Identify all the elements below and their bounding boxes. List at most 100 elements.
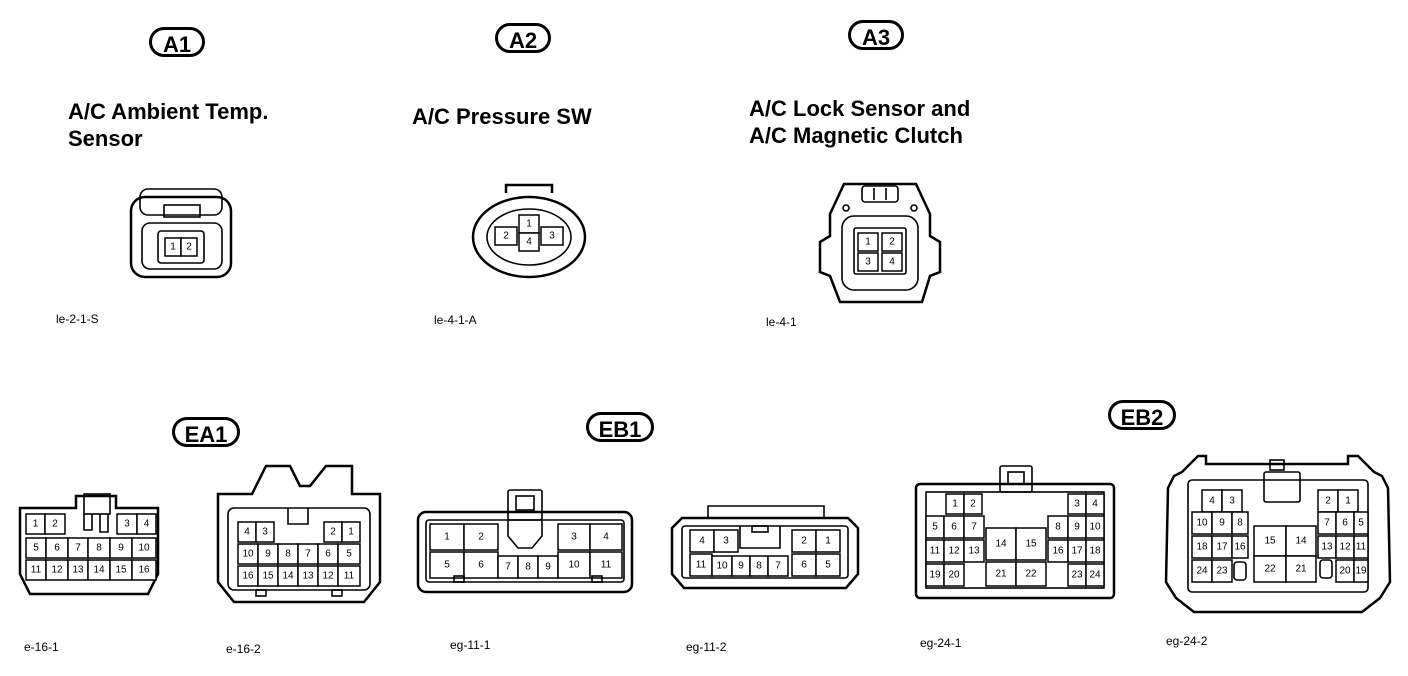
pin-eb2-right: 11 bbox=[1356, 542, 1367, 553]
code-a3: le-4-1 bbox=[766, 315, 797, 329]
pin-a3: 3 bbox=[865, 257, 871, 268]
title-a3-line1: A/C Lock Sensor and bbox=[749, 96, 971, 121]
pin-eb1-left: 10 bbox=[568, 560, 580, 571]
pin-ea1-left: 5 bbox=[33, 543, 39, 554]
pin-ea1-right: 3 bbox=[262, 527, 268, 538]
pin-eb2-left: 9 bbox=[1074, 522, 1080, 533]
pin-ea1-left: 1 bbox=[33, 519, 39, 530]
pin-ea1-left: 9 bbox=[118, 543, 124, 554]
pin-eb1-right: 11 bbox=[696, 560, 707, 571]
pin-eb1-right: 6 bbox=[801, 560, 807, 571]
code-eb1-right: eg-11-2 bbox=[686, 640, 727, 654]
pin-eb2-left: 5 bbox=[932, 522, 938, 533]
pin-eb2-left: 13 bbox=[968, 546, 980, 557]
pin-eb1-right: 7 bbox=[775, 561, 781, 572]
pin-ea1-left: 13 bbox=[72, 565, 84, 576]
badge-eb2: EB2 bbox=[1108, 400, 1176, 430]
pin-eb2-right: 21 bbox=[1295, 564, 1307, 575]
pin-eb2-right: 19 bbox=[1355, 566, 1367, 577]
pin-eb1-right: 3 bbox=[723, 536, 729, 547]
pin-eb1-right: 8 bbox=[756, 561, 762, 572]
pin-eb2-left: 1 bbox=[952, 499, 958, 510]
pin-ea1-right: 8 bbox=[285, 549, 291, 560]
pin-eb1-right: 2 bbox=[801, 536, 807, 547]
pin-eb2-right: 1 bbox=[1345, 496, 1351, 507]
pin-eb1-left: 11 bbox=[601, 560, 612, 571]
pin-ea1-right: 9 bbox=[265, 549, 271, 560]
pin-eb2-left: 7 bbox=[971, 522, 977, 533]
pin-eb1-left: 7 bbox=[505, 562, 511, 573]
pin-ea1-right: 6 bbox=[325, 549, 331, 560]
pin-ea1-right: 1 bbox=[348, 527, 354, 538]
pin-ea1-left: 3 bbox=[124, 519, 130, 530]
pin-eb2-right: 23 bbox=[1216, 566, 1228, 577]
pin-ea1-left: 15 bbox=[115, 565, 127, 576]
pin-eb2-right: 13 bbox=[1321, 542, 1333, 553]
pin-eb2-right: 7 bbox=[1324, 518, 1330, 529]
title-a2-line1: A/C Pressure SW bbox=[412, 104, 592, 129]
pin-eb2-right: 17 bbox=[1216, 542, 1228, 553]
pin-eb2-left: 16 bbox=[1052, 546, 1064, 557]
pin-eb2-right: 5 bbox=[1358, 518, 1364, 529]
pin-eb2-left: 20 bbox=[948, 570, 960, 581]
pin-ea1-left: 10 bbox=[138, 543, 150, 554]
pin-eb1-right: 4 bbox=[699, 536, 705, 547]
pin-eb2-left: 12 bbox=[948, 546, 960, 557]
badge-eb1: EB1 bbox=[586, 412, 654, 442]
pin-eb1-left: 3 bbox=[571, 532, 577, 543]
pin-ea1-right: 10 bbox=[242, 549, 254, 560]
pin-eb2-left: 2 bbox=[970, 499, 976, 510]
pin-a2: 4 bbox=[526, 237, 532, 248]
pin-eb2-left: 10 bbox=[1089, 522, 1101, 533]
pin-eb2-left: 17 bbox=[1071, 546, 1083, 557]
code-eb1-left: eg-11-1 bbox=[450, 638, 491, 652]
pin-a2: 3 bbox=[549, 231, 555, 242]
badge-a2: A2 bbox=[495, 23, 551, 53]
pin-ea1-left: 7 bbox=[75, 543, 81, 554]
pin-eb2-left: 24 bbox=[1089, 570, 1101, 581]
pin-eb2-left: 15 bbox=[1025, 539, 1037, 550]
pin-ea1-left: 11 bbox=[31, 565, 42, 576]
pin-eb2-right: 8 bbox=[1237, 518, 1243, 529]
badge-a3: A3 bbox=[848, 20, 904, 50]
pin-eb1-right: 1 bbox=[825, 536, 831, 547]
pin-ea1-right: 16 bbox=[242, 571, 254, 582]
pin-ea1-right: 13 bbox=[302, 571, 314, 582]
pin-eb2-left: 21 bbox=[995, 569, 1007, 580]
badge-ea1: EA1 bbox=[172, 417, 240, 447]
pin-ea1-left: 12 bbox=[51, 565, 63, 576]
pin-a3: 2 bbox=[889, 237, 895, 248]
connector-a2-diagram: 1 2 3 4 bbox=[471, 183, 587, 279]
connector-a3-diagram: 1 2 3 4 bbox=[818, 182, 942, 304]
pin-eb2-right: 14 bbox=[1295, 536, 1307, 547]
pin-ea1-right: 15 bbox=[262, 571, 274, 582]
pin-eb1-left: 9 bbox=[545, 562, 551, 573]
connector-ea1-left-diagram: 1 2 3 4 5 6 7 8 9 10 11 12 13 14 15 16 bbox=[18, 493, 160, 596]
pin-eb1-left: 1 bbox=[444, 532, 450, 543]
pin-a2: 2 bbox=[503, 231, 509, 242]
connector-eb1-right-diagram: 4 3 2 1 11 10 9 8 7 6 5 bbox=[670, 505, 860, 590]
code-a2: le-4-1-A bbox=[434, 313, 477, 327]
pin-ea1-right: 12 bbox=[322, 571, 334, 582]
pin-eb2-right: 3 bbox=[1229, 496, 1235, 507]
title-a1-line2: Sensor bbox=[68, 126, 143, 151]
pin-eb2-right: 16 bbox=[1234, 542, 1246, 553]
pin-ea1-left: 4 bbox=[144, 519, 150, 530]
pin-a1: 2 bbox=[186, 242, 192, 253]
pin-eb2-right: 20 bbox=[1339, 566, 1351, 577]
pin-ea1-right: 7 bbox=[305, 549, 311, 560]
pin-ea1-left: 6 bbox=[54, 543, 60, 554]
pin-eb2-left: 18 bbox=[1089, 546, 1101, 557]
pin-ea1-right: 4 bbox=[244, 527, 250, 538]
code-a1: le-2-1-S bbox=[56, 312, 99, 326]
pin-eb2-right: 6 bbox=[1342, 518, 1348, 529]
pin-eb2-right: 18 bbox=[1196, 542, 1208, 553]
pin-ea1-left: 14 bbox=[93, 565, 105, 576]
pin-eb2-right: 9 bbox=[1219, 518, 1225, 529]
pin-eb1-right: 10 bbox=[716, 561, 728, 572]
pin-a1: 1 bbox=[170, 242, 176, 253]
pin-eb2-right: 22 bbox=[1264, 564, 1276, 575]
pin-eb2-left: 6 bbox=[951, 522, 957, 533]
pin-a2: 1 bbox=[526, 219, 532, 230]
pin-eb2-right: 15 bbox=[1264, 536, 1276, 547]
